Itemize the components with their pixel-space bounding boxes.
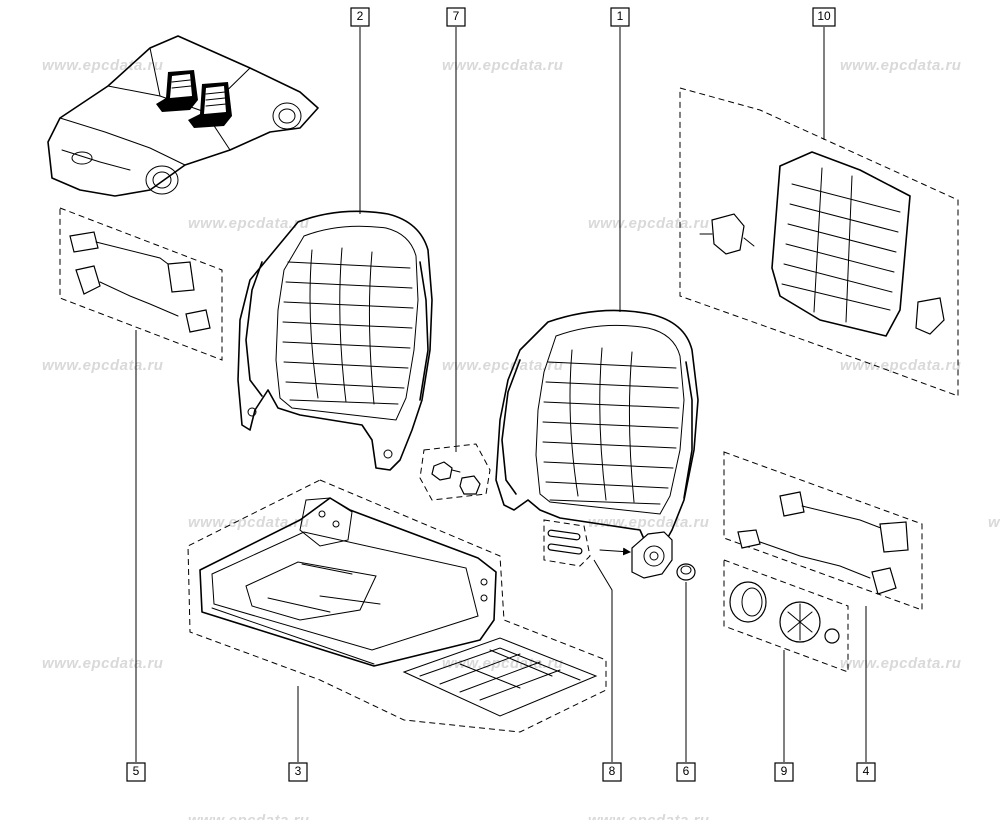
svg-text:2: 2 — [357, 9, 364, 23]
svg-text:9: 9 — [781, 764, 788, 778]
watermark: www.epcdata.ru — [840, 57, 961, 74]
watermark: www.epcdata.ru — [442, 357, 563, 374]
svg-text:6: 6 — [683, 764, 690, 778]
watermark: www.epcdata.ru — [42, 655, 163, 672]
watermark: www.epcdata.ru — [42, 357, 163, 374]
watermark: www.epcdata.ru — [588, 514, 709, 531]
adjustment-kit-right — [723, 451, 923, 611]
svg-text:7: 7 — [453, 9, 460, 23]
watermark: www.epcdata.ru — [42, 57, 163, 74]
callout-3: 3 — [288, 762, 308, 782]
svg-text:10: 10 — [817, 9, 831, 23]
bolt-kit — [419, 443, 491, 501]
seat-back-frame-right — [495, 309, 699, 579]
svg-text:1: 1 — [617, 9, 624, 23]
callout-7: 7 — [446, 7, 466, 27]
callout-9: 9 — [774, 762, 794, 782]
spring-kit — [543, 519, 591, 567]
watermark: www.epcdata.ru — [988, 514, 1000, 531]
car-illustration — [47, 35, 319, 197]
callout-1: 1 — [610, 7, 630, 27]
watermark: www.epcdata.ru — [588, 215, 709, 232]
svg-text:5: 5 — [133, 764, 140, 778]
watermark: www.epcdata.ru — [840, 357, 961, 374]
leader-lines — [135, 27, 867, 762]
backrest-spring-mat — [679, 87, 959, 397]
watermark: www.epcdata.ru — [442, 57, 563, 74]
recliner-knob — [676, 563, 696, 581]
height-adjust-wheel — [723, 559, 849, 673]
seat-cushion-frame — [187, 479, 607, 733]
watermark: www.epcdata.ru — [188, 215, 309, 232]
adjustment-kit-left — [59, 207, 223, 361]
callout-2: 2 — [350, 7, 370, 27]
watermark: www.epcdata.ru — [442, 655, 563, 672]
watermark: www.epcdata.ru — [188, 812, 309, 820]
callout-8: 8 — [602, 762, 622, 782]
callout-4: 4 — [856, 762, 876, 782]
callout-5: 5 — [126, 762, 146, 782]
watermark: www.epcdata.ru — [188, 514, 309, 531]
callout-10: 10 — [812, 7, 836, 27]
callout-6: 6 — [676, 762, 696, 782]
watermark-layer: www.epcdata.ru www.epcdata.ru www.epcdat… — [42, 57, 1000, 820]
watermark: www.epcdata.ru — [840, 655, 961, 672]
svg-text:3: 3 — [295, 764, 302, 778]
svg-text:8: 8 — [609, 764, 616, 778]
svg-text:4: 4 — [863, 764, 870, 778]
watermark: www.epcdata.ru — [588, 812, 709, 820]
seat-back-frame-left — [237, 210, 433, 471]
